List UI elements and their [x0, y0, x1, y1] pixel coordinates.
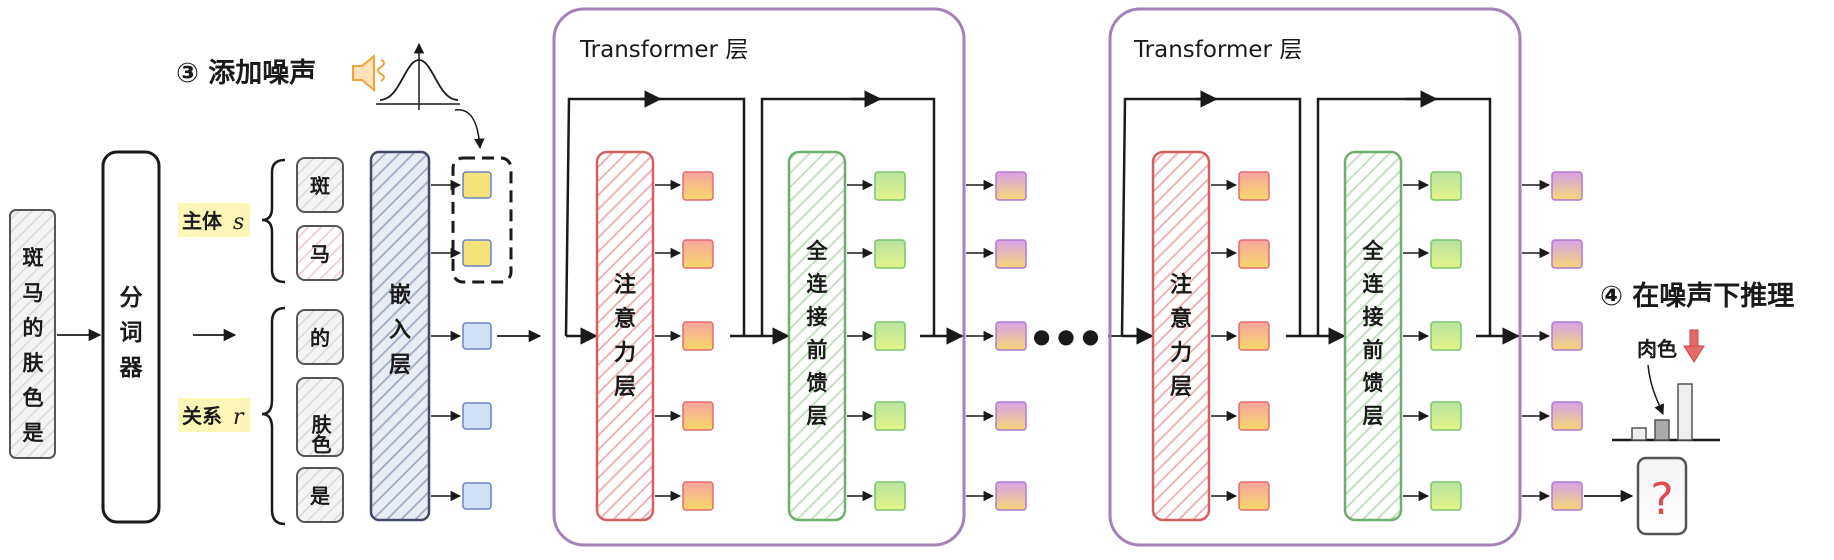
svg-text:力: 力 — [614, 341, 636, 366]
embedding-vector — [462, 482, 492, 510]
ffn-layer — [787, 150, 847, 522]
tokenizer-box: 分 词 器 — [101, 150, 161, 524]
block-1-outputs — [966, 171, 1027, 511]
svg-text:力: 力 — [1170, 341, 1192, 366]
tokenizer-char: 词 — [120, 320, 143, 346]
input-char: 肤 — [23, 351, 45, 375]
decrease-arrow-icon — [1683, 329, 1705, 363]
probability-bars — [1612, 383, 1720, 442]
add-noise-label: ③ 添加噪声 — [176, 58, 316, 89]
svg-text:注: 注 — [614, 272, 636, 298]
svg-text:连: 连 — [1363, 272, 1385, 296]
input-char: 的 — [23, 316, 44, 340]
token-subject-1: 斑 — [296, 157, 344, 213]
svg-text:是: 是 — [309, 484, 330, 508]
attention-outputs — [1211, 171, 1270, 511]
ffn-outputs — [1403, 171, 1462, 511]
output-question-box: ? — [1636, 456, 1688, 536]
question-mark: ? — [1650, 474, 1673, 525]
inference-label: ④ 在噪声下推理 — [1600, 281, 1794, 312]
token-relation-2: 肤色 — [296, 377, 344, 457]
input-char: 是 — [23, 421, 44, 445]
noise-target-dashed-box — [451, 156, 513, 284]
svg-text:注: 注 — [1170, 272, 1192, 298]
arrow-noise-to-embeddings — [454, 109, 485, 150]
ffn-outputs — [847, 171, 906, 511]
svg-text:连: 连 — [807, 272, 829, 296]
transformer-title: Transformer 层 — [1133, 37, 1302, 63]
noised-embedding-vector — [462, 239, 492, 267]
tokenizer-char: 分 — [120, 285, 143, 311]
svg-text:前: 前 — [807, 338, 828, 362]
embedding-outputs — [431, 171, 492, 510]
answer-label: 肉色 — [1637, 337, 1677, 361]
transformer-block-1: Transformer 层 注 意 力 层 全 连 接 — [552, 7, 966, 547]
svg-text:接: 接 — [1363, 305, 1384, 329]
arrow-answer-to-bar — [1647, 364, 1665, 415]
input-char: 马 — [23, 281, 44, 305]
svg-text:关系: 关系 — [182, 404, 222, 428]
token-relation-1: 的 — [296, 309, 344, 365]
svg-text:肤色: 肤色 — [308, 413, 332, 454]
svg-text:馈: 馈 — [807, 371, 828, 395]
svg-text:意: 意 — [1170, 306, 1192, 332]
token-subject-2: 马 — [296, 225, 344, 281]
ellipsis: ● ● ● — [1033, 324, 1099, 348]
svg-text:主体: 主体 — [182, 209, 223, 233]
svg-text:全: 全 — [1362, 239, 1385, 263]
relation-label: 关系 r — [178, 398, 250, 432]
attention-layer — [595, 150, 655, 522]
svg-text:层: 层 — [1363, 404, 1384, 428]
svg-text:前: 前 — [1363, 338, 1384, 362]
embedding-vector — [462, 322, 492, 350]
embedding-char: 层 — [389, 353, 411, 378]
embedding-vector — [462, 402, 492, 430]
transformer-block-2: Transformer 层 注 意 力 层 全 连 接 前 馈 层 — [1108, 7, 1522, 547]
svg-text:馈: 馈 — [1363, 371, 1384, 395]
block-2-outputs — [1522, 171, 1583, 511]
relation-brace — [261, 306, 286, 526]
input-char: 色 — [23, 386, 44, 410]
ffn-layer — [1343, 150, 1403, 522]
token-relation-3: 是 — [296, 467, 344, 523]
svg-text:层: 层 — [807, 404, 828, 428]
transformer-title: Transformer 层 — [579, 37, 748, 63]
svg-text:全: 全 — [806, 239, 829, 263]
tokenizer-char: 器 — [119, 355, 144, 381]
input-char: 斑 — [23, 246, 44, 270]
svg-text:层: 层 — [1170, 375, 1192, 400]
svg-text:马: 马 — [310, 242, 330, 266]
input-sentence-box: 斑 马 的 肤 色 是 — [9, 209, 56, 459]
svg-text:层: 层 — [614, 375, 636, 400]
gaussian-curve-icon — [376, 42, 460, 110]
svg-text:的: 的 — [310, 326, 330, 350]
attention-layer — [1151, 150, 1211, 522]
embedding-char: 嵌 — [389, 282, 411, 308]
svg-text:s: s — [233, 210, 244, 235]
embedding-layer: 嵌 入 层 — [369, 150, 431, 522]
attention-outputs — [655, 171, 714, 511]
subject-label: 主体 s — [178, 203, 250, 237]
embedding-char: 入 — [389, 318, 411, 343]
svg-text:斑: 斑 — [310, 174, 330, 198]
speaker-icon — [352, 53, 385, 93]
svg-text:接: 接 — [807, 305, 828, 329]
subject-brace — [261, 158, 286, 284]
noised-embedding-vector — [462, 171, 492, 199]
svg-text:意: 意 — [614, 306, 636, 332]
svg-text:r: r — [233, 405, 245, 430]
